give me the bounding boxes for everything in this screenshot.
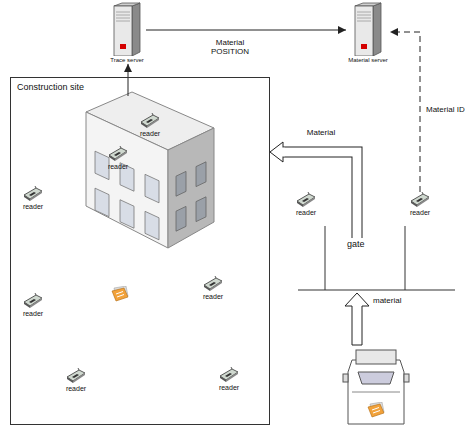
truck-line [352,392,400,393]
building-side [168,128,214,248]
gate-post [325,226,326,290]
reader-icon [141,113,159,128]
building-front [86,112,168,248]
rfid-tag [368,402,384,417]
node-label: reader [106,163,131,171]
reader-node: reader [64,368,89,393]
node-label: reader [64,385,89,393]
reader-node: reader [201,276,226,301]
gate-post [405,226,406,290]
connector-line [146,30,346,31]
building-window [145,174,159,202]
node-label: reader [138,130,163,138]
building [86,92,214,248]
building-window [120,200,134,228]
flow-label: material [373,296,401,305]
reader-icon [67,368,85,383]
reader-node: reader [138,113,163,138]
server-icon [114,3,140,56]
material-arrow [345,293,369,345]
hollow-arrow-joint [282,148,285,157]
reader-node: reader [106,146,131,171]
uplink-line [128,77,129,96]
building-window [176,171,186,196]
reader-node: reader [21,186,46,211]
reader-icon [24,186,42,201]
building-window [95,151,109,179]
reader-node: reader [21,293,46,318]
node-label: reader [294,209,319,217]
truck-body [348,360,404,424]
connector [390,32,420,192]
node-label: Material server [346,57,390,64]
truck-windshield [358,372,394,384]
connector [146,30,346,31]
hollow-arrow-head [270,142,283,162]
connector [128,64,129,77]
connector-line [390,32,420,192]
server-icon [355,3,381,56]
hollow-arrow-fill [283,152,357,238]
reader-node: reader [408,192,433,217]
edge-label: Material ID [426,105,470,114]
reader-icon [24,293,42,308]
building-window [95,188,109,216]
building-window [196,162,206,187]
node-label: reader [21,310,46,318]
server-node: Trace server [108,2,146,64]
reader-node: reader [294,192,319,217]
building-window [176,206,186,231]
truck-cab [356,350,396,364]
rfid-tag [112,286,128,301]
reader-icon [109,146,127,161]
reader-icon [297,192,315,207]
truck-mirror [343,374,348,382]
node-label: reader [408,209,433,217]
site-region: reader reader reader reader reader reader read… [10,77,270,425]
connector-line [128,64,129,77]
edge-label: Material [290,128,352,137]
reader-icon [204,276,222,291]
truck [343,350,409,424]
node-label: gate [347,239,367,249]
connector [270,142,357,238]
gate-frame [298,226,455,290]
building-window [196,197,206,222]
node-label: reader [21,203,46,211]
gate-bar [298,289,455,290]
node-label: Construction site [17,82,87,92]
node-label: Trace server [108,57,146,64]
building-window [145,211,159,239]
reader-icon [411,192,429,207]
truck-mirror [404,374,409,382]
node-label: reader [217,384,242,392]
edge-label: Material POSITION [203,38,257,56]
reader-icon [220,367,238,382]
hollow-arrow-outline [283,152,357,238]
gate-node: gate [344,238,370,250]
server-node: Material server [346,2,390,64]
node-label: reader [201,293,226,301]
reader-node: reader [217,367,242,392]
